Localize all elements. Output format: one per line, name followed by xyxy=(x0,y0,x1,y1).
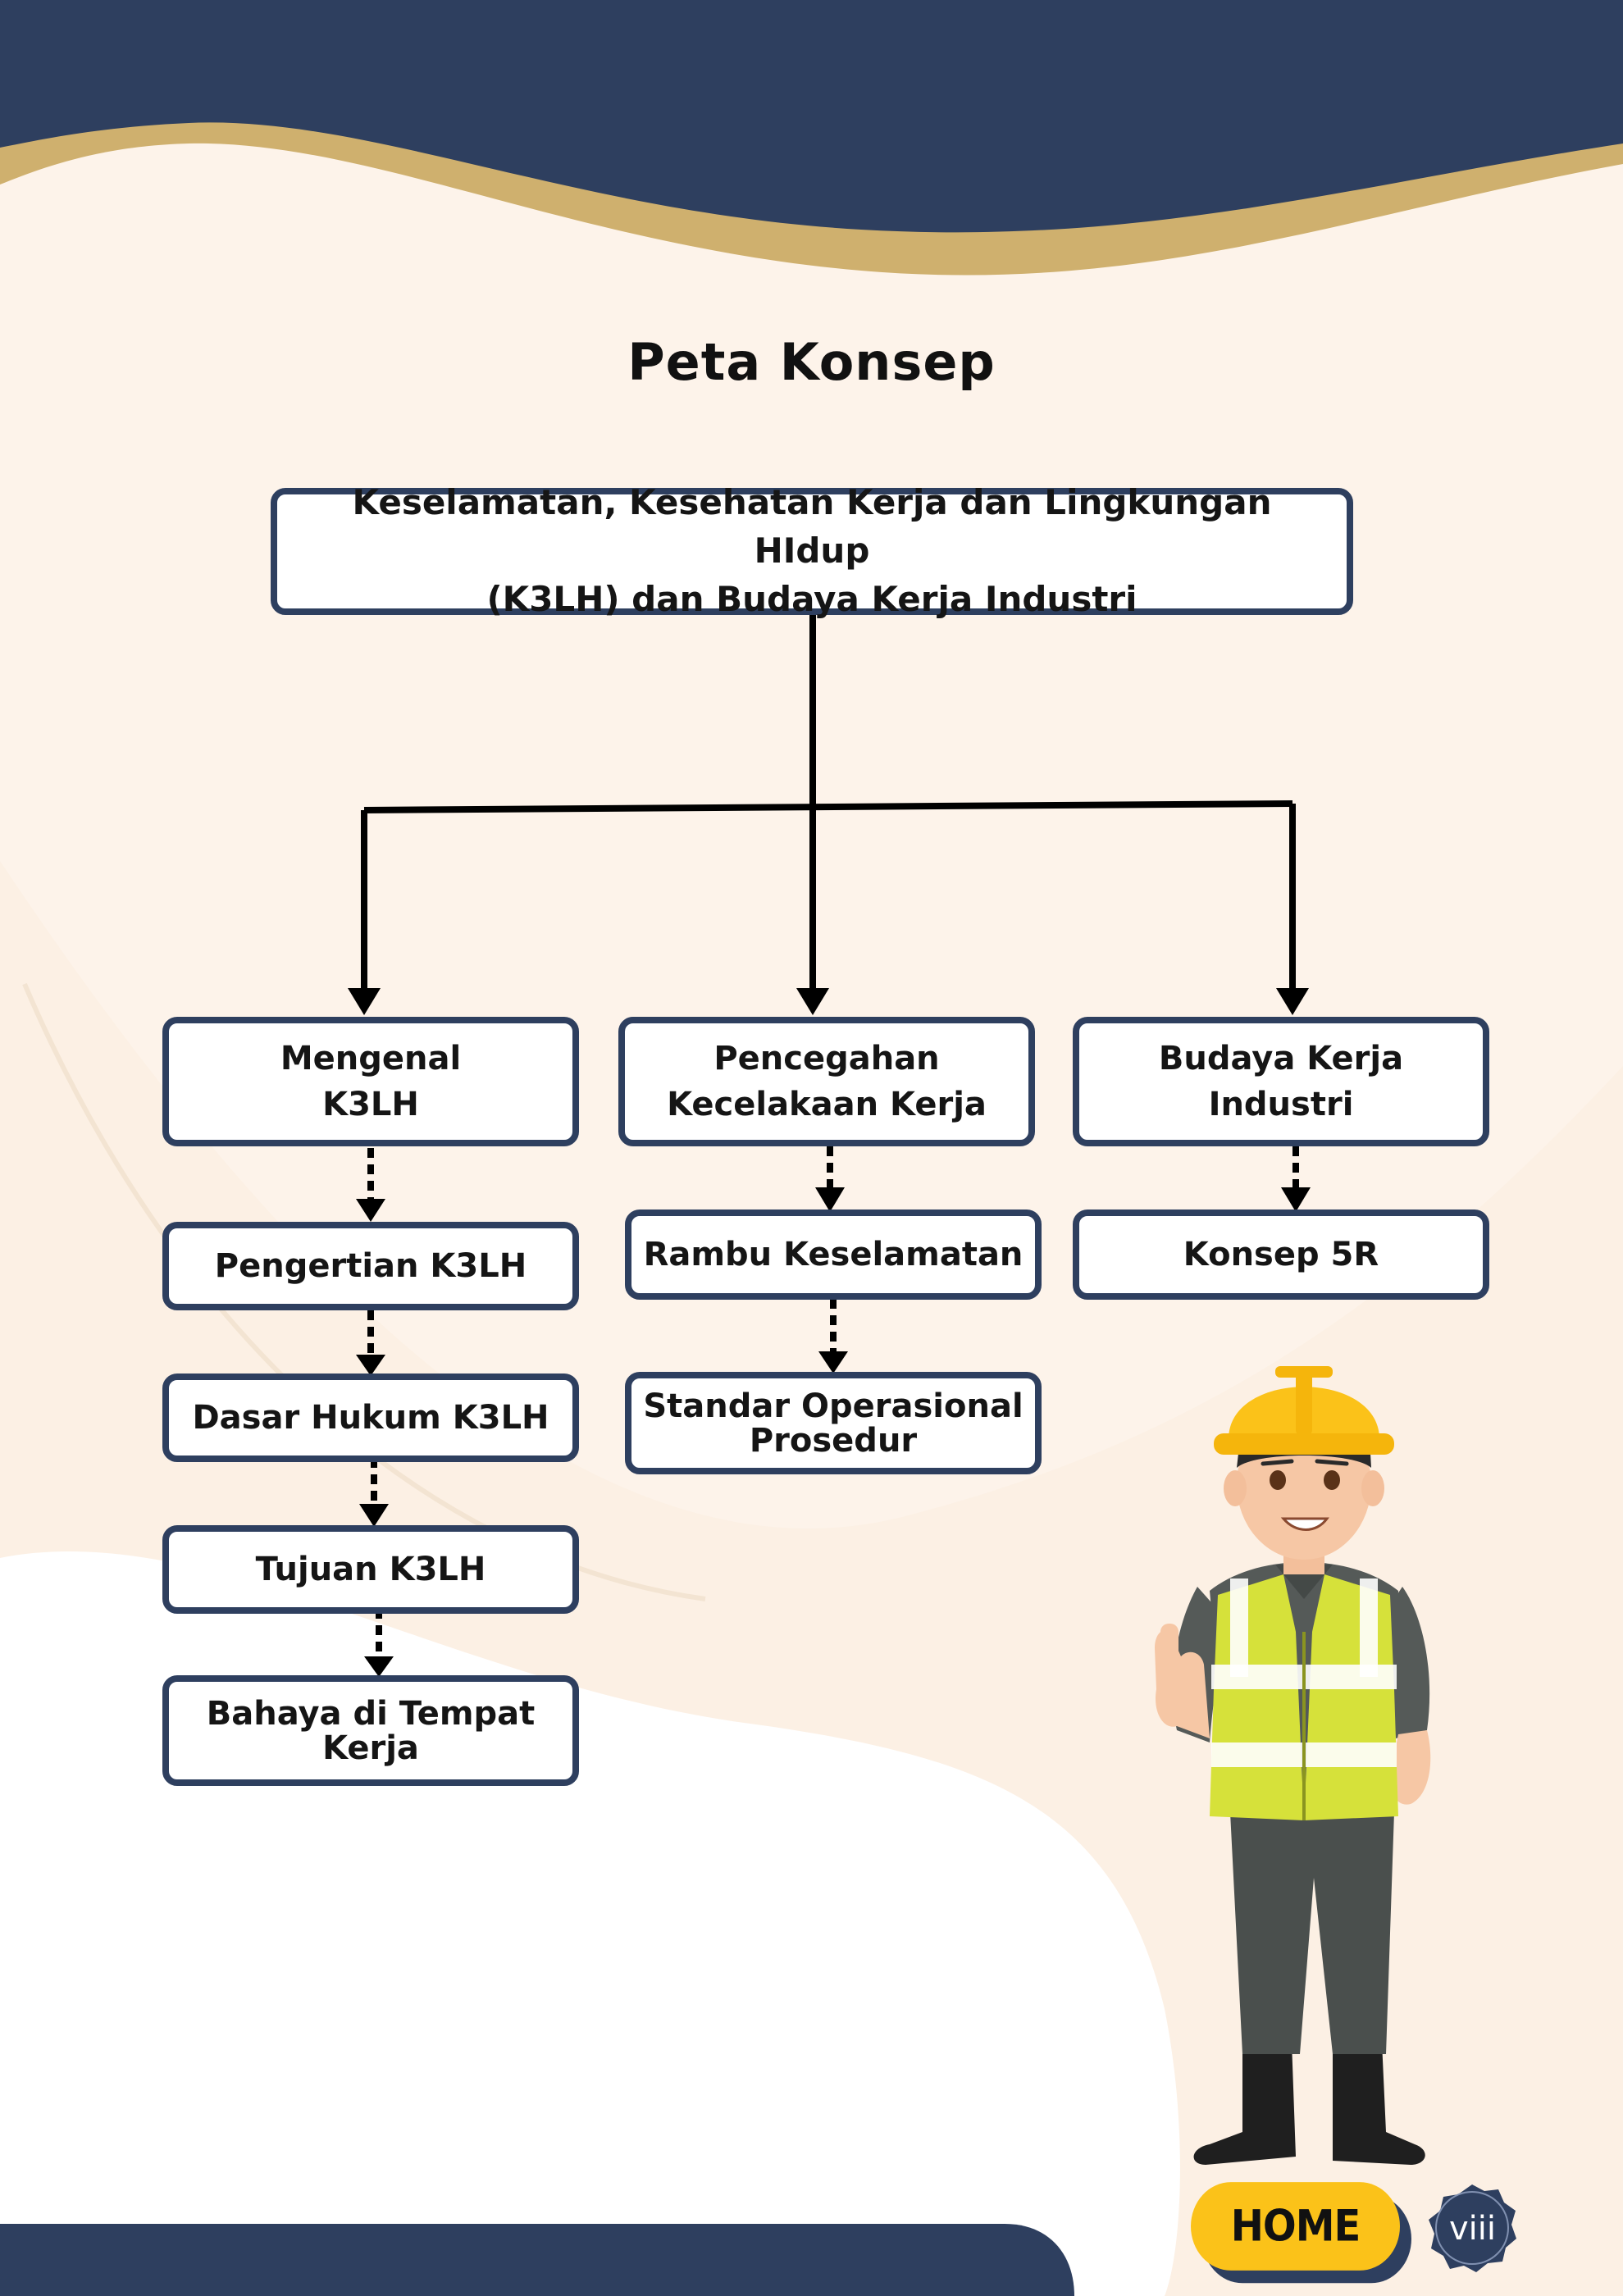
node-label: Pengertian K3LH xyxy=(214,1247,527,1285)
branch-node-pencegahan-kecelakaan-kerja: Pencegahan Kecelakaan Kerja xyxy=(618,1017,1035,1146)
node-label: Dasar Hukum K3LH xyxy=(192,1399,549,1437)
dotted-connectors xyxy=(367,1146,1299,1656)
node-label-line: Bahaya di Tempat xyxy=(206,1694,536,1733)
branch-label-line: Pencegahan xyxy=(713,1040,940,1077)
node-label-line: Kerja xyxy=(322,1729,419,1767)
node-pengertian-k3lh: Pengertian K3LH xyxy=(162,1222,579,1310)
solid-arrowheads xyxy=(348,988,1309,1015)
node-tujuan-k3lh: Tujuan K3LH xyxy=(162,1525,579,1614)
root-node-line-1: Keselamatan, Kesehatan Kerja dan Lingkun… xyxy=(352,482,1272,572)
construction-worker-illustration xyxy=(1155,1366,1431,2165)
node-label-line: Prosedur xyxy=(749,1421,918,1460)
branch-node-mengenal-k3lh: Mengenal K3LH xyxy=(162,1017,579,1146)
branch-label-line: Industri xyxy=(1208,1086,1354,1123)
root-node: Keselamatan, Kesehatan Kerja dan Lingkun… xyxy=(271,482,1353,619)
branch-label-line: Mengenal xyxy=(280,1040,462,1077)
node-label-line: Standar Operasional xyxy=(643,1387,1023,1425)
branch-label-line: K3LH xyxy=(322,1086,419,1123)
node-label: Konsep 5R xyxy=(1183,1236,1379,1273)
node-standar-operasional-prosedur: Standar Operasional Prosedur xyxy=(625,1372,1042,1474)
page-number: viii xyxy=(1448,2209,1496,2248)
node-label: Rambu Keselamatan xyxy=(643,1236,1023,1273)
page-number-badge-icon xyxy=(1429,2184,1516,2272)
branch-label-line: Kecelakaan Kerja xyxy=(667,1086,987,1123)
solid-connectors xyxy=(361,611,1296,992)
page-title: Peta Konsep xyxy=(627,332,996,392)
dotted-arrowheads xyxy=(356,1187,1311,1677)
branch-label-line: Budaya Kerja xyxy=(1158,1040,1404,1077)
root-node-line-2: (K3LH) dan Budaya Kerja Industri xyxy=(486,578,1137,619)
home-button[interactable]: HOME xyxy=(1191,2182,1400,2271)
node-dasar-hukum-k3lh: Dasar Hukum K3LH xyxy=(162,1374,579,1462)
node-bahaya-di-tempat-kerja: Bahaya di Tempat Kerja xyxy=(162,1675,579,1786)
branch-node-budaya-kerja-industri: Budaya Kerja Industri xyxy=(1073,1017,1489,1146)
node-rambu-keselamatan: Rambu Keselamatan xyxy=(625,1210,1042,1300)
node-label: Tujuan K3LH xyxy=(255,1551,486,1588)
node-konsep-5r: Konsep 5R xyxy=(1073,1210,1489,1300)
